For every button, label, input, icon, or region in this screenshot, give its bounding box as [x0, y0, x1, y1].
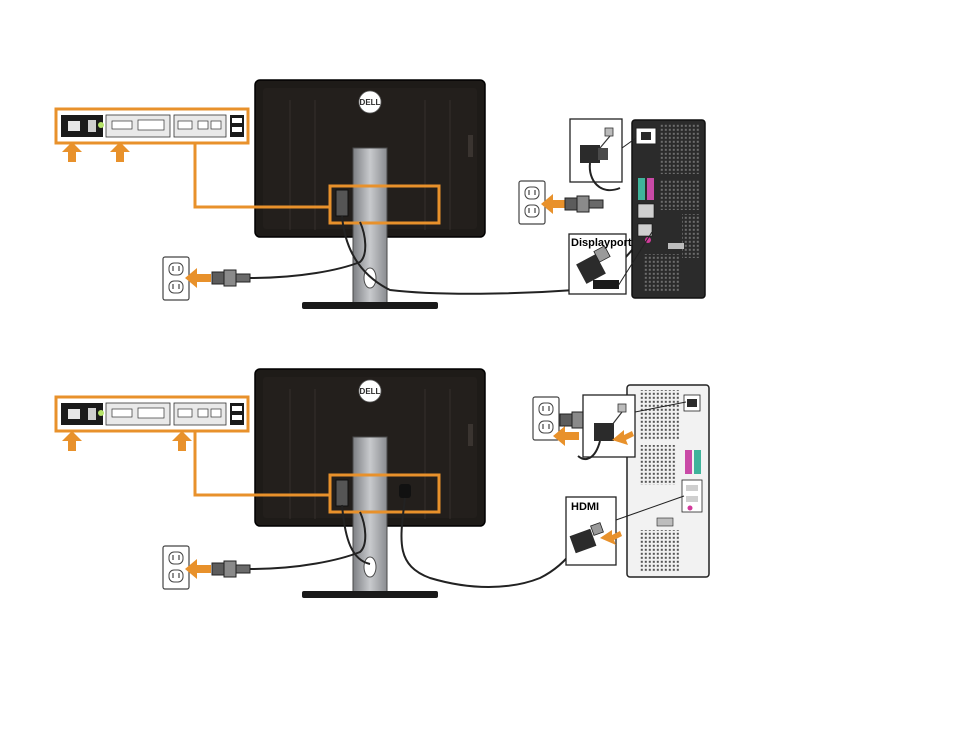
hdmi-plug-on-monitor	[399, 484, 411, 498]
displayport-plug-on-monitor	[336, 190, 348, 216]
arrow-up-icon	[110, 142, 130, 162]
pc-tower-dark	[632, 120, 705, 298]
wall-outlet	[163, 546, 189, 589]
power-plug	[565, 196, 603, 212]
arrow-up-icon	[62, 142, 82, 162]
wall-outlet	[163, 257, 189, 300]
panel-hdmi: DELL	[56, 369, 709, 598]
arrow-up-icon	[62, 431, 82, 451]
power-plug-on-monitor	[336, 480, 348, 506]
monitor-port-panel-closeup	[56, 109, 248, 143]
wall-outlet	[519, 181, 545, 224]
connector-label-hdmi: HDMI	[571, 501, 599, 513]
dell-logo: DELL	[360, 98, 381, 107]
connector-label-displayport: Displayport	[571, 237, 632, 249]
panel-displayport: DELL	[56, 80, 705, 309]
monitor-port-panel-closeup	[56, 397, 248, 431]
power-plug	[212, 561, 250, 577]
monitor-back: DELL	[255, 80, 485, 309]
dell-logo: DELL	[360, 387, 381, 396]
wall-outlet	[533, 397, 559, 440]
power-plug	[212, 270, 250, 286]
arrow-up-icon	[172, 431, 192, 451]
pc-tower-light	[627, 385, 709, 577]
